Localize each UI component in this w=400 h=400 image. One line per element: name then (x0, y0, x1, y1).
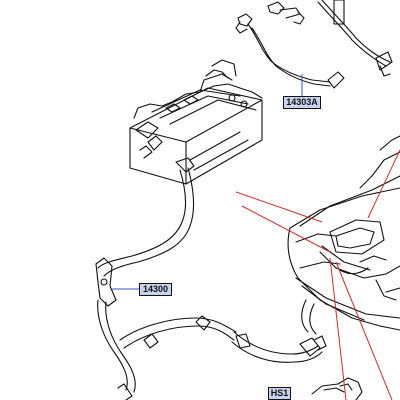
vehicle-front (287, 135, 400, 335)
harness-14303a (235, 0, 393, 89)
leader-lines-red (235, 149, 400, 400)
callout-label-14300: 14300 (139, 283, 172, 296)
callout-label-hs1: HS1 (268, 387, 291, 400)
detail-hs1-component (311, 377, 363, 400)
callout-label-14303a: 14303A (283, 96, 321, 109)
battery (129, 59, 263, 185)
leader-lines-blue (112, 74, 303, 290)
battery-cable-14300 (95, 157, 327, 400)
